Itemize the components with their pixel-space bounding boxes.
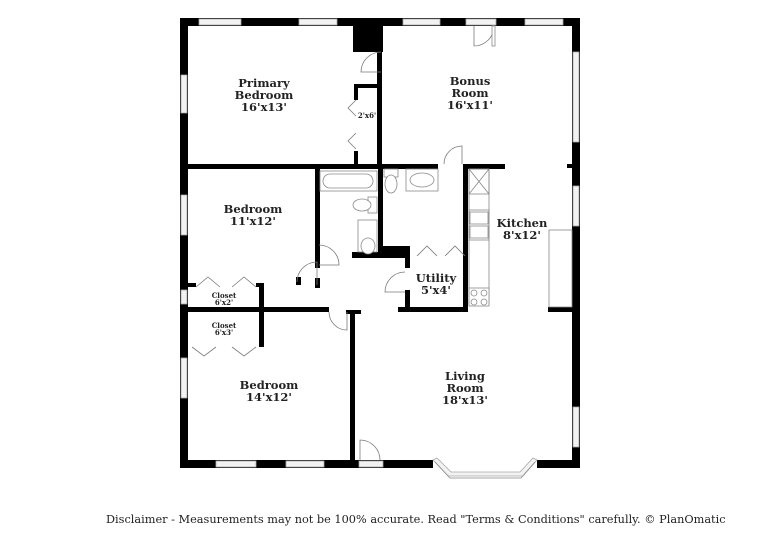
room-label-kitchen: Kitchen 8'x12' bbox=[497, 217, 548, 241]
doors bbox=[191, 18, 497, 468]
room-name: Bedroom bbox=[239, 378, 299, 392]
room-label-bonus-room: Bonus Room 16'x11' bbox=[447, 75, 493, 111]
disclaimer-text: Disclaimer - Measurements may not be 100… bbox=[106, 513, 726, 526]
room-name: Utility bbox=[415, 271, 457, 285]
room-size: 16'x13' bbox=[241, 100, 287, 115]
closet-label-1: Closet 6'x2' bbox=[212, 292, 237, 307]
closet-label-primary: 2'x6' bbox=[357, 111, 377, 120]
interior-walls bbox=[188, 22, 573, 468]
room-name: Bedroom bbox=[223, 202, 283, 216]
room-label-living-room: Living Room 18'x13' bbox=[442, 370, 488, 406]
closet-size: 6'x3' bbox=[214, 328, 234, 338]
room-name: Bonus bbox=[449, 74, 491, 88]
closet-label-2: Closet 6'x3' bbox=[212, 322, 237, 337]
room-label-utility: Utility 5'x4' bbox=[416, 272, 456, 296]
room-name: Bedroom bbox=[234, 88, 294, 103]
closet-size: 6'x2' bbox=[214, 298, 234, 308]
room-size: 11'x12' bbox=[230, 214, 276, 229]
windows bbox=[180, 18, 580, 479]
room-size: 14'x12' bbox=[246, 390, 292, 405]
fixtures bbox=[319, 168, 573, 308]
room-name: Primary bbox=[238, 76, 290, 90]
closet-name: Closet bbox=[211, 321, 237, 330]
room-label-bedroom-2: Bedroom 11'x12' bbox=[224, 203, 283, 227]
room-name: Room bbox=[451, 86, 489, 101]
room-size: 5'x4' bbox=[421, 283, 451, 298]
room-name: Kitchen bbox=[496, 216, 548, 230]
room-label-primary-bedroom: Primary Bedroom 16'x13' bbox=[235, 77, 294, 113]
room-name: Room bbox=[446, 381, 484, 396]
room-size: 8'x12' bbox=[503, 228, 541, 243]
room-size: 16'x11' bbox=[447, 98, 493, 113]
room-label-bedroom-3: Bedroom 14'x12' bbox=[240, 379, 299, 403]
room-size: 18'x13' bbox=[442, 393, 488, 408]
room-name: Living bbox=[445, 369, 485, 383]
closet-size: 2'x6' bbox=[357, 111, 377, 120]
closet-name: Closet bbox=[211, 291, 237, 300]
